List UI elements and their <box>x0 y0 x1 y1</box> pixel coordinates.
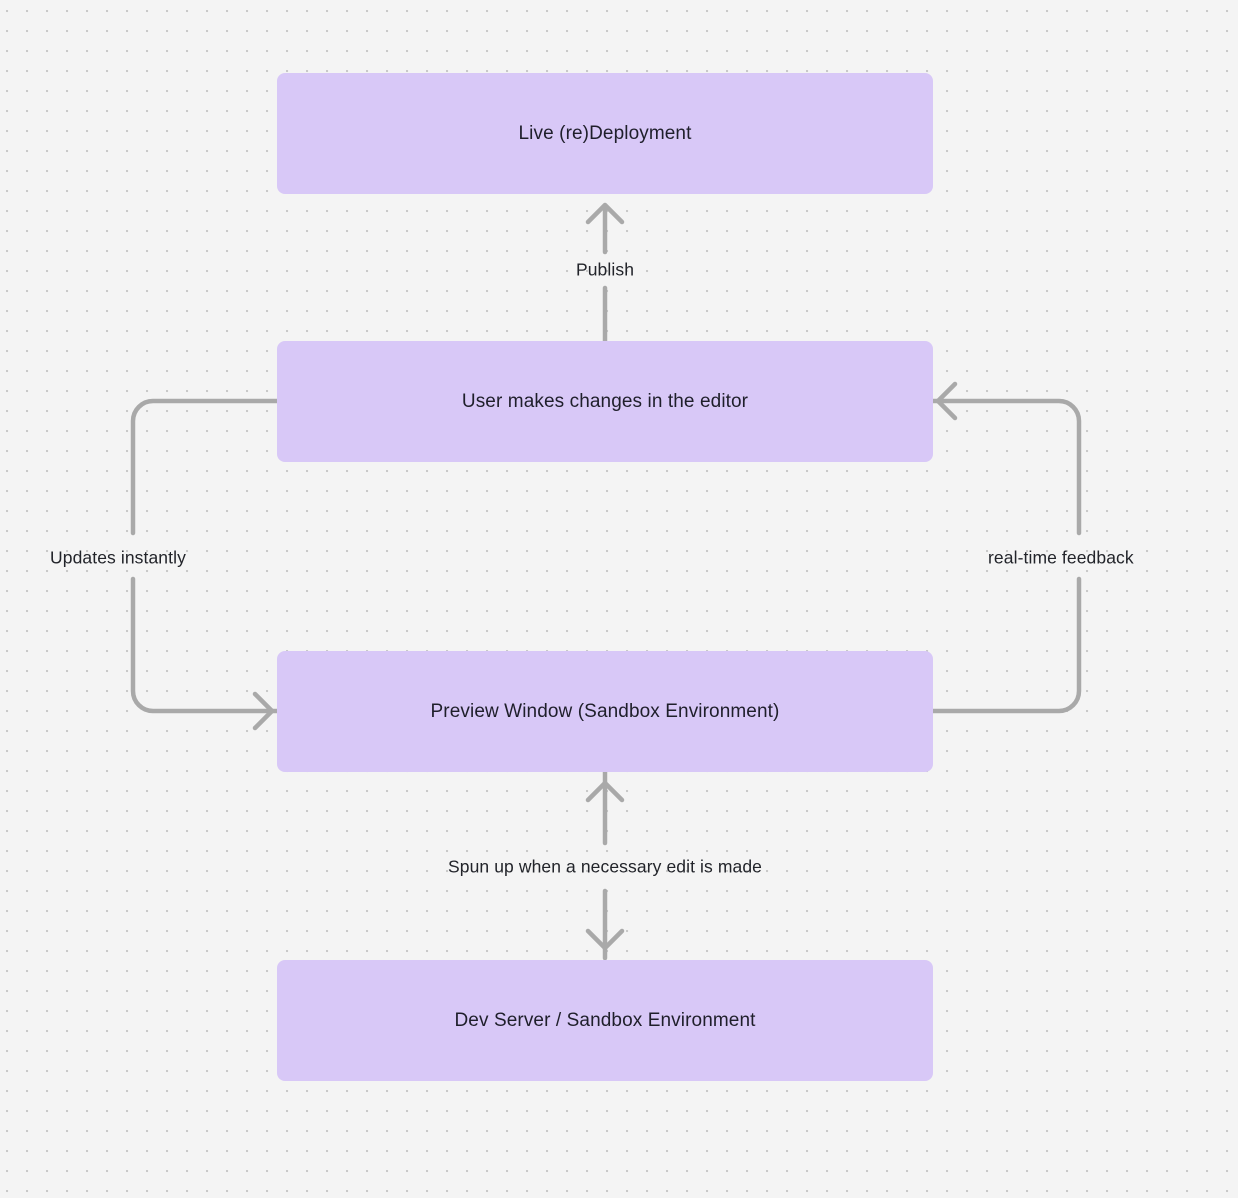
node-dev-server[interactable]: Dev Server / Sandbox Environment <box>277 960 933 1081</box>
node-preview-window[interactable]: Preview Window (Sandbox Environment) <box>277 651 933 772</box>
node-label: Dev Server / Sandbox Environment <box>454 1009 756 1031</box>
edge-label-real-time-feedback: real-time feedback <box>988 547 1134 568</box>
edge-label-updates-instantly: Updates instantly <box>50 547 186 568</box>
node-label: User makes changes in the editor <box>461 390 749 412</box>
edge-label-spun-up: Spun up when a necessary edit is made <box>447 856 763 877</box>
edge-label-publish: Publish <box>575 259 635 280</box>
node-label: Preview Window (Sandbox Environment) <box>430 700 780 722</box>
node-label: Live (re)Deployment <box>518 122 692 144</box>
node-user-edits[interactable]: User makes changes in the editor <box>277 341 933 462</box>
node-live-deployment[interactable]: Live (re)Deployment <box>277 73 933 194</box>
